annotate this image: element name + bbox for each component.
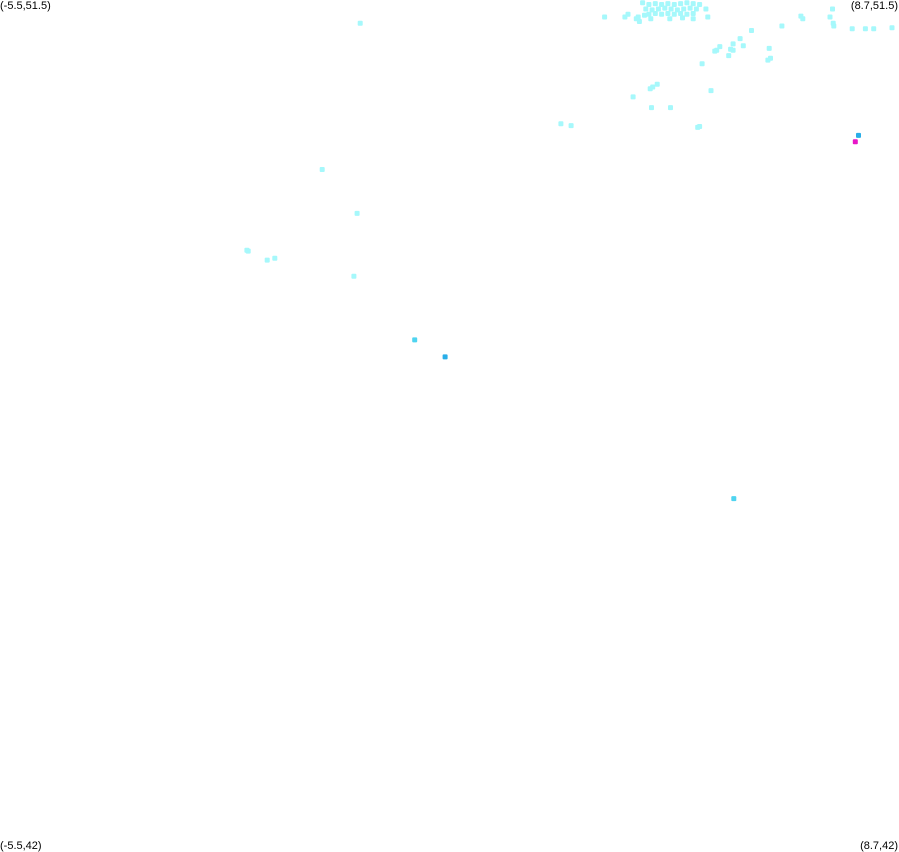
data-point [558,121,564,127]
data-point [697,2,703,7]
data-point [646,2,652,7]
data-point [726,53,732,59]
data-point [671,2,677,7]
data-point [668,105,673,111]
data-point [625,11,631,17]
data-point [703,6,709,12]
corner-label-top-right: (8.7,51.5) [850,0,898,12]
data-point [264,257,270,263]
data-point [667,16,673,22]
data-point [768,55,773,61]
corner-label-bottom-left: (-5.5,42) [0,840,42,852]
data-point [665,11,671,16]
data-point [697,124,703,129]
data-point [684,0,690,6]
data-point [648,16,654,22]
data-point [690,16,696,22]
data-point [827,14,833,20]
data-point [568,123,574,129]
data-point [412,337,418,343]
data-point [272,255,278,261]
data-point [690,1,696,7]
data-point [678,1,684,7]
data-point [705,14,711,20]
data-point [649,105,654,111]
data-point [662,5,668,11]
data-point [647,86,653,92]
data-point [354,210,360,216]
data-point [889,25,895,31]
data-point [652,11,658,16]
data-point [730,47,736,53]
data-point [830,6,835,12]
data-point [630,94,636,100]
data-point [708,88,714,94]
data-point [856,132,861,138]
data-point [737,36,743,42]
data-point [654,81,660,87]
data-point [717,44,723,50]
data-point [442,354,448,360]
data-point [871,26,877,32]
data-point [800,16,806,22]
data-point [357,20,363,26]
data-point [731,496,737,502]
data-point [699,61,705,67]
data-point [681,6,687,12]
data-point [766,45,772,51]
data-point [646,11,652,17]
data-point [640,0,646,6]
data-point [740,43,746,49]
data-point [687,5,693,11]
data-point [831,23,837,29]
data-point [659,11,665,17]
data-point [680,15,685,21]
data-point [642,12,647,18]
data-point [849,26,855,32]
data-point [244,247,250,253]
corner-label-bottom-right: (8.7,42) [860,840,898,852]
data-point [678,11,684,16]
data-point [862,26,868,32]
data-point [643,6,649,12]
data-point [730,41,736,47]
data-point [749,28,754,33]
data-point [852,139,858,145]
data-point [668,6,674,12]
corner-label-top-left: (-5.5,51.5) [0,0,51,12]
data-point [319,167,325,172]
data-point [684,11,690,17]
data-point [690,11,696,16]
data-point [665,1,671,7]
data-point [712,48,718,54]
data-point [633,16,639,22]
data-point [693,6,699,12]
data-point [602,14,608,20]
data-point [671,11,677,17]
data-point [779,23,785,29]
data-point [655,6,661,12]
data-point [652,1,658,7]
data-point [351,273,357,279]
data-points [244,0,895,502]
